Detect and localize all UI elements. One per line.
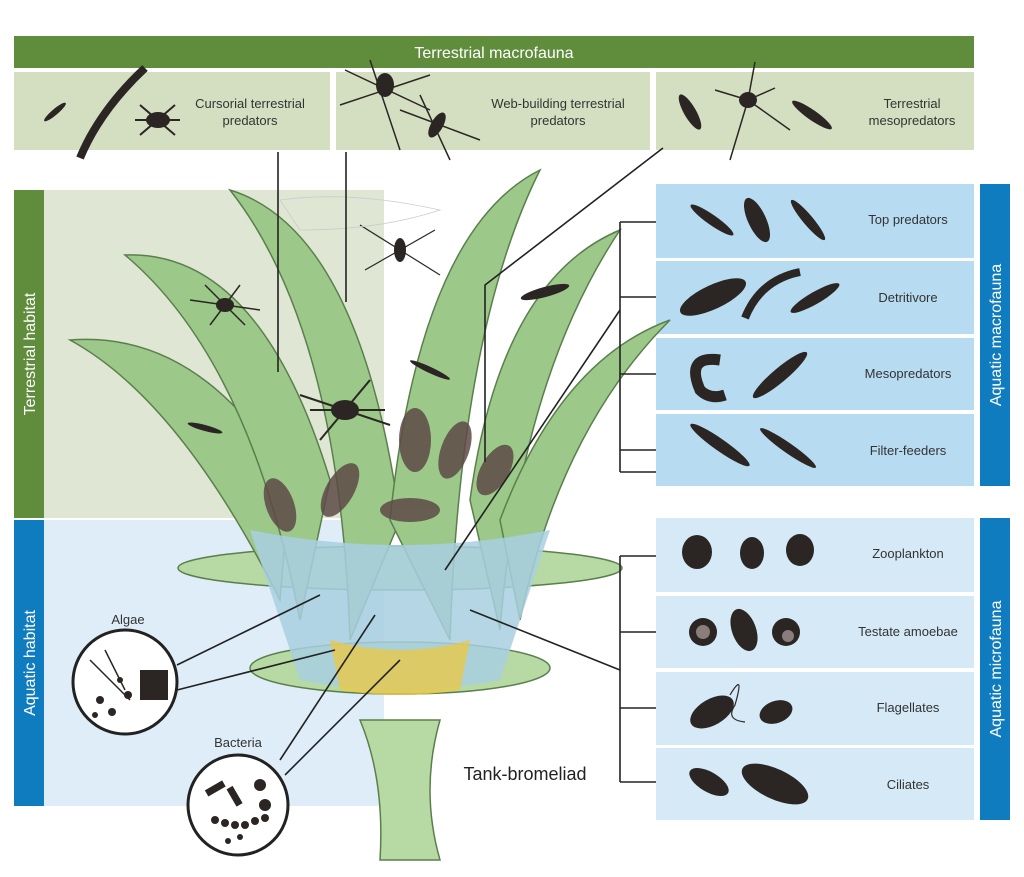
group-label: Terrestrial (883, 96, 940, 111)
beetle-silhouette-icon (678, 94, 702, 130)
algae-inset (71, 628, 179, 736)
terrestrial-habitat-label: Terrestrial habitat (22, 292, 39, 415)
aquatic-microfauna-bar (980, 518, 1010, 820)
aquatic-microfauna-panel: Zooplankton Testate amoebae Flagellates … (656, 518, 974, 820)
group-label: predators (531, 113, 586, 128)
group-label: Ciliates (887, 777, 930, 792)
group-label: Detritivore (878, 290, 937, 305)
bacteria-icon (204, 779, 271, 844)
harvestman-silhouette-icon (714, 61, 791, 161)
algae-label: Algae (111, 612, 144, 627)
aquatic-habitat-label: Aquatic habitat (22, 610, 39, 716)
group-label: predators (223, 113, 278, 128)
group-label: mesopredators (869, 113, 956, 128)
tank-bromeliad-label: Tank-bromeliad (463, 764, 586, 784)
group-label: Top predators (868, 212, 948, 227)
ant-silhouette-icon (44, 102, 66, 122)
spider-silhouette-icon (339, 59, 431, 151)
terrestrial-habitat-bar (14, 190, 44, 518)
group-label: Flagellates (877, 700, 940, 715)
spider-web-icon (279, 196, 442, 231)
group-label: Mesopredators (865, 366, 952, 381)
spider-silhouette-icon (399, 94, 481, 161)
group-label: Filter-feeders (870, 443, 947, 458)
larva-silhouette-icon (679, 197, 840, 468)
aquatic-habitat-bar (14, 520, 44, 806)
spider-on-plant-icon (187, 224, 570, 441)
group-label: Zooplankton (872, 546, 944, 561)
centipede-silhouette-icon (76, 65, 148, 160)
bacteria-label: Bacteria (214, 735, 262, 750)
terrestrial-group-web-building: Web-building terrestrial predators (336, 59, 650, 161)
terrestrial-group-cursorial: Cursorial terrestrial predators (14, 65, 330, 160)
aquatic-microfauna-title: Aquatic microfauna (988, 600, 1005, 737)
terrestrial-group-mesopredators: Terrestrial mesopredators (656, 61, 974, 161)
group-label: Testate amoebae (858, 624, 958, 639)
terrestrial-macrofauna-title: Terrestrial macrofauna (414, 45, 573, 62)
leaf-litter-icon (263, 408, 514, 532)
microorganism-silhouette-icon (682, 534, 814, 805)
connector-lines (176, 147, 664, 783)
tank-bromeliad-illustration (67, 168, 671, 861)
rove-beetle-silhouette-icon (792, 100, 832, 130)
aquatic-macrofauna-panel: Top predators Detritivore Mesopredators … (656, 184, 974, 486)
group-filter-feeders (656, 414, 974, 486)
spider-silhouette-icon (135, 104, 180, 136)
algae-icon (89, 649, 168, 718)
terrestrial-macrofauna-header (14, 36, 974, 68)
aquatic-macrofauna-title: Aquatic macrofauna (988, 264, 1005, 406)
group-label: Web-building terrestrial (491, 96, 625, 111)
bacteria-inset (186, 753, 290, 857)
aquatic-macrofauna-bar (980, 184, 1010, 486)
group-label: Cursorial terrestrial (195, 96, 305, 111)
